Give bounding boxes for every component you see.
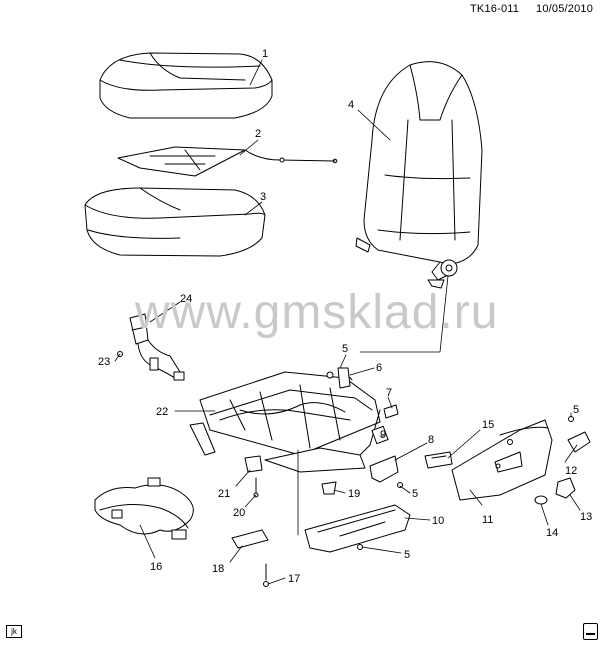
seat-cushion-pad bbox=[84, 187, 266, 257]
seat-heater-pad bbox=[117, 146, 338, 177]
callout-19: 19 bbox=[348, 488, 360, 500]
callout-24: 24 bbox=[180, 293, 192, 305]
footer-code: jk bbox=[6, 625, 22, 638]
callout-5-a: 5 bbox=[342, 343, 348, 355]
callout-4: 4 bbox=[348, 99, 354, 111]
callout-18: 18 bbox=[212, 563, 224, 575]
callout-20: 20 bbox=[233, 507, 245, 519]
callout-15: 15 bbox=[482, 419, 494, 431]
diagram-id: TK16-011 bbox=[470, 3, 520, 15]
callout-labels: 1 2 3 4 24 23 22 5 6 7 9 8 15 5 12 13 14… bbox=[98, 48, 592, 585]
callout-6: 6 bbox=[376, 362, 382, 374]
callout-11: 11 bbox=[482, 514, 493, 526]
callout-9: 9 bbox=[380, 429, 386, 441]
callout-7: 7 bbox=[386, 387, 392, 399]
seat-adjuster-frame bbox=[189, 367, 381, 473]
callout-3: 3 bbox=[260, 191, 266, 203]
callout-2: 2 bbox=[255, 128, 261, 140]
seat-side-shield bbox=[451, 419, 553, 501]
callout-13: 13 bbox=[580, 511, 592, 523]
callout-5-d: 5 bbox=[404, 549, 410, 561]
callout-14: 14 bbox=[546, 527, 558, 539]
seatback bbox=[355, 61, 483, 289]
seat-cushion-cover bbox=[99, 52, 273, 119]
callout-1: 1 bbox=[262, 48, 268, 60]
callout-16: 16 bbox=[150, 561, 162, 573]
seat-lower-cover bbox=[304, 504, 411, 553]
callout-22: 22 bbox=[156, 406, 168, 418]
callout-10: 10 bbox=[432, 515, 444, 527]
gm-logo-icon bbox=[583, 623, 598, 640]
leader-lines bbox=[114, 59, 581, 585]
callout-17: 17 bbox=[288, 573, 300, 585]
callout-21: 21 bbox=[218, 488, 230, 500]
watermark: www.gmsklad.ru bbox=[135, 286, 499, 339]
callout-12: 12 bbox=[565, 465, 577, 477]
seat-belt-buckle bbox=[117, 313, 185, 381]
callout-5-c: 5 bbox=[412, 488, 418, 500]
seat-module bbox=[231, 529, 269, 587]
callout-8: 8 bbox=[428, 434, 434, 446]
seat-clips bbox=[244, 455, 337, 498]
seat-switch bbox=[424, 451, 453, 469]
wiring-harness bbox=[94, 477, 194, 540]
adjuster-small-parts bbox=[369, 404, 403, 488]
diagram-date: 10/05/2010 bbox=[536, 3, 594, 15]
callout-23: 23 bbox=[98, 356, 110, 368]
callout-5-b: 5 bbox=[573, 404, 579, 416]
